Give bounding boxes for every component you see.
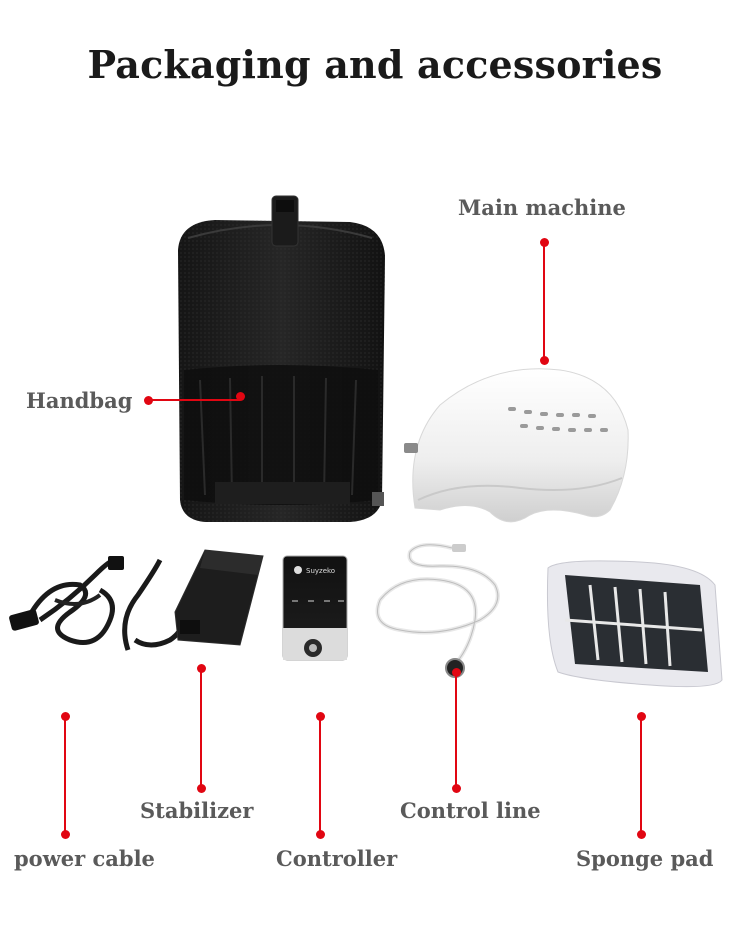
marker-dot — [539, 355, 549, 365]
connector-line — [543, 242, 545, 360]
label-handbag: Handbag — [26, 388, 133, 413]
connector-line — [64, 716, 66, 834]
label-power-cable: power cable — [14, 846, 155, 871]
marker-dot — [451, 783, 461, 793]
connector-line — [455, 672, 457, 788]
marker-dot — [636, 829, 646, 839]
sponge-pad-icon — [546, 560, 723, 688]
connector-line — [319, 716, 321, 834]
handbag-icon — [178, 195, 385, 522]
connector-line — [640, 716, 642, 834]
page-title: Packaging and accessories — [87, 42, 663, 87]
marker-dot — [60, 829, 70, 839]
power-cable-icon — [9, 556, 124, 645]
control-line-icon — [375, 542, 500, 678]
label-main-machine: Main machine — [458, 195, 626, 220]
controller-brand: Suyzeko — [306, 567, 335, 575]
controller-icon: Suyzeko — [282, 555, 348, 661]
connector-line — [200, 668, 202, 788]
label-stabilizer: Stabilizer — [140, 798, 254, 823]
label-sponge-pad: Sponge pad — [576, 846, 714, 871]
marker-dot — [315, 829, 325, 839]
connector-line — [148, 399, 240, 401]
helmet-icon — [404, 368, 629, 523]
label-control-line: Control line — [400, 798, 541, 823]
stabilizer-icon — [122, 549, 264, 651]
label-controller: Controller — [276, 846, 398, 871]
marker-dot — [196, 783, 206, 793]
marker-dot — [235, 391, 245, 401]
